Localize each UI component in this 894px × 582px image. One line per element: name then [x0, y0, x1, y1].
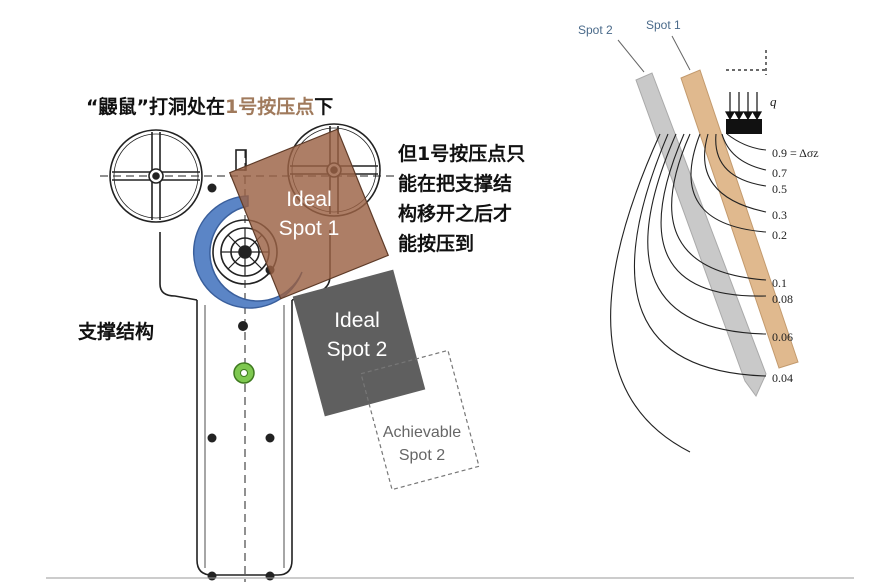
contour-label: 0.1 [772, 276, 787, 290]
note-line-3: 构移开之后才 [398, 202, 512, 225]
support-structure-label: 支撑结构 [77, 320, 154, 343]
explanation-note: 但1号按压点只 能在把支撑结 构移开之后才 能按压到 [398, 142, 525, 255]
central-hub [212, 149, 278, 285]
note-line-4: 能按压到 [398, 232, 474, 255]
ideal-spot-2-box [292, 269, 426, 417]
contour-label: 0.04 [772, 371, 793, 385]
ideal-spot-1-box [228, 128, 390, 300]
note-line-2: 能在把支撑结 [398, 172, 512, 195]
stress-diagram: Spot 2 Spot 1 q [578, 18, 799, 453]
ideal-spot-2-line1: Ideal [334, 309, 380, 332]
load-arrows [724, 50, 767, 121]
achievable-spot-2-box [360, 349, 480, 491]
contour-label: 0.3 [772, 208, 787, 222]
contour-label: 0.06 [772, 330, 793, 344]
spot-2-leader [617, 39, 645, 73]
achievable-spot-2-line2: Spot 2 [399, 447, 445, 464]
ideal-spot-1-rect [228, 128, 390, 300]
load-label: q [770, 94, 777, 109]
contour-label: 0.5 [772, 182, 787, 196]
contour-label: 0.08 [772, 292, 793, 306]
footing-block [726, 119, 762, 134]
vertical-arm [196, 300, 293, 576]
ideal-spot-1-line2: Spot 1 [279, 217, 340, 240]
note-line-1: 但1号按压点只 [398, 142, 525, 165]
spot-1-label: Spot 1 [646, 18, 681, 32]
headline-spot-highlight: 1号按压点 [225, 95, 314, 118]
contour-label: 0.9 = Δσz [772, 146, 819, 160]
stress-contours [610, 133, 767, 453]
left-wheel [109, 129, 203, 223]
green-marker-center [240, 369, 248, 377]
spot-2-label: Spot 2 [578, 23, 613, 37]
achievable-spot-2-line1: Achievable [383, 424, 461, 441]
ideal-spot-2-line2: Spot 2 [327, 338, 388, 361]
spot-1-bar [680, 69, 799, 369]
contour-label: 0.2 [772, 228, 787, 242]
contour-label: 0.7 [772, 166, 787, 180]
spot-1-leader [671, 35, 691, 71]
ideal-spot-2-rect [292, 269, 426, 417]
achievable-spot-2-rect [360, 349, 480, 491]
headline: “鼹鼠”打洞处在1号按压点下 [86, 95, 333, 118]
spot-2-bar [635, 72, 767, 397]
ideal-spot-1-line1: Ideal [286, 188, 332, 211]
